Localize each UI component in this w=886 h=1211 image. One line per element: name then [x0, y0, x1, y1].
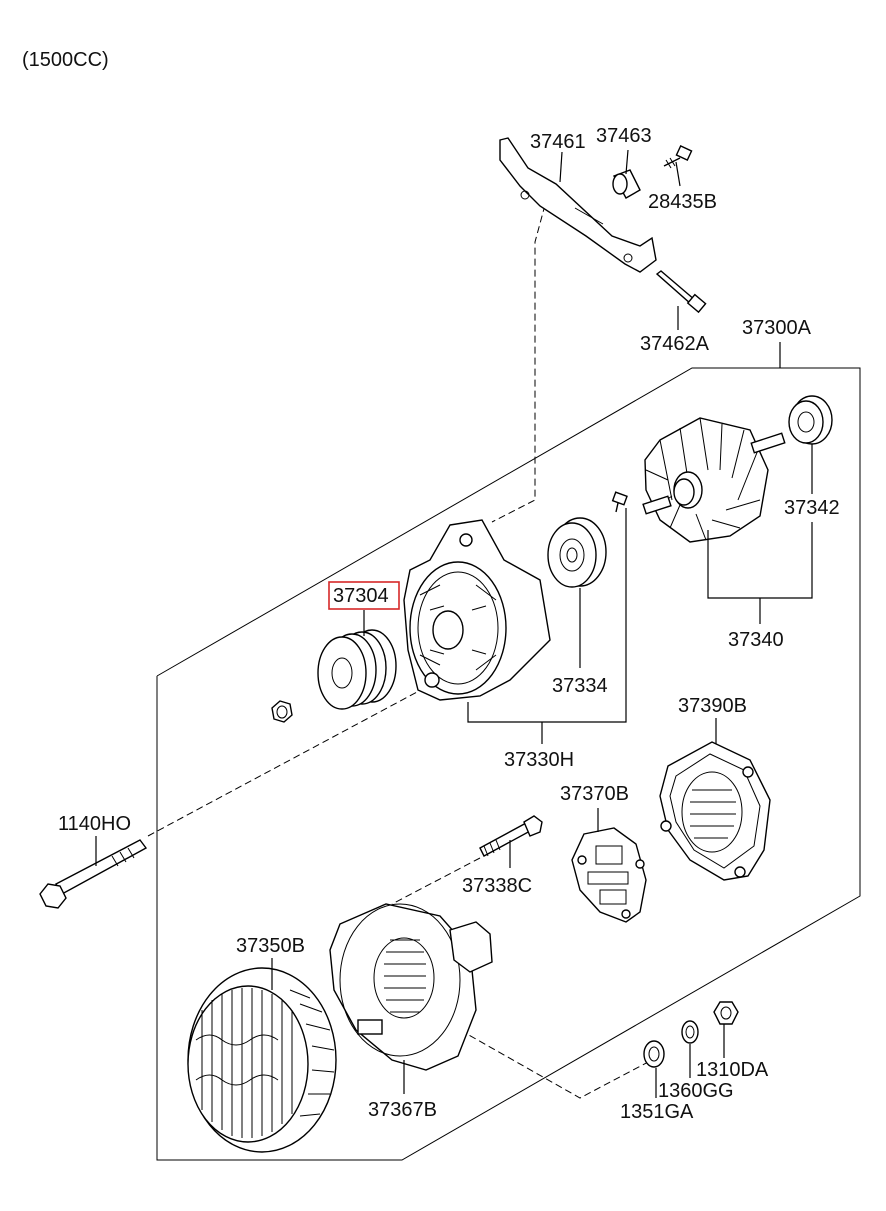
rotor-37340[interactable]: [642, 417, 786, 543]
washer-1351GA[interactable]: [643, 1040, 665, 1068]
label-1140HO[interactable]: 1140HO: [58, 813, 131, 835]
assembly-boundary: [156, 367, 861, 1161]
bushing-37463[interactable]: [612, 169, 641, 199]
screw-37338C[interactable]: [479, 815, 543, 857]
through-bolt-1140HO[interactable]: [39, 839, 148, 909]
screw-alignment-line: [391, 857, 481, 905]
washer-1360GG[interactable]: [681, 1020, 699, 1044]
housing-screw[interactable]: [611, 491, 628, 513]
pulley-nut[interactable]: [271, 700, 293, 723]
rear-cover-37390B[interactable]: [659, 741, 771, 881]
leader-37330H: [467, 508, 627, 723]
bolt-28435B[interactable]: [663, 145, 693, 169]
caption: (1500CC): [22, 49, 109, 71]
label-37304[interactable]: 37304: [333, 585, 389, 607]
nut-alignment-line: [459, 1029, 653, 1099]
label-37340[interactable]: 37340: [728, 629, 784, 651]
label-37370B[interactable]: 37370B: [560, 783, 629, 805]
label-1351GA[interactable]: 1351GA: [620, 1101, 694, 1123]
label-37300A[interactable]: 37300A: [742, 317, 812, 339]
rear-housing-37367B[interactable]: [329, 903, 493, 1071]
label-1310DA[interactable]: 1310DA: [696, 1059, 769, 1081]
label-37338C[interactable]: 37338C: [462, 875, 532, 897]
stator-37350B[interactable]: [187, 967, 337, 1153]
bolt-37462A[interactable]: [655, 270, 707, 314]
nut-1310DA[interactable]: [713, 1001, 739, 1025]
label-28435B[interactable]: 28435B: [648, 191, 717, 213]
highlight-box-37304: [328, 581, 400, 610]
bearing-37342[interactable]: [788, 395, 833, 445]
bracket-37461[interactable]: [499, 137, 657, 273]
label-37462A[interactable]: 37462A: [640, 333, 710, 355]
bolt-alignment-line: [147, 683, 433, 837]
leader-37463: [625, 149, 629, 175]
label-37463[interactable]: 37463: [596, 125, 652, 147]
label-37350B[interactable]: 37350B: [236, 935, 305, 957]
label-37342[interactable]: 37342: [784, 497, 840, 519]
label-37461[interactable]: 37461: [530, 131, 586, 153]
bearing-37334[interactable]: [547, 517, 607, 588]
label-1360GG[interactable]: 1360GG: [658, 1080, 734, 1102]
leader-28435B: [675, 161, 681, 187]
regulator-37370B[interactable]: [571, 827, 647, 923]
bracket-alignment-line: [491, 204, 546, 523]
label-37334[interactable]: 37334: [552, 675, 608, 697]
pulley-37304[interactable]: [317, 629, 397, 710]
label-37330H[interactable]: 37330H: [504, 749, 574, 771]
front-housing-37330H[interactable]: [403, 519, 551, 701]
label-37390B[interactable]: 37390B: [678, 695, 747, 717]
label-37367B[interactable]: 37367B: [368, 1099, 437, 1121]
leader-37461: [559, 151, 563, 183]
